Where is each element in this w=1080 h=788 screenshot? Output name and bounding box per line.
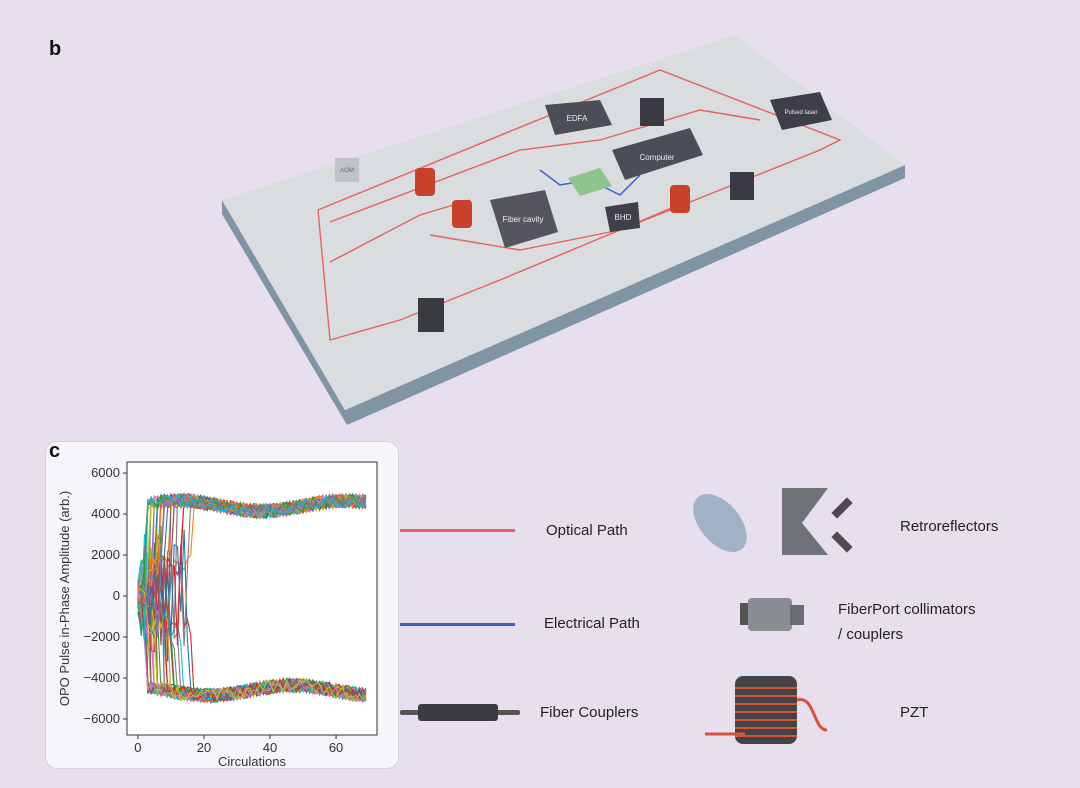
edfa-box (545, 100, 612, 135)
computer-label: Computer (639, 153, 674, 162)
computer-box (612, 128, 703, 180)
pcb (568, 168, 612, 196)
y-tick-label: 2000 (91, 547, 120, 562)
x-tick-label: 40 (263, 740, 277, 755)
pzt-label: PZT (900, 704, 929, 721)
x-tick-label: 20 (197, 740, 211, 755)
electrical-path-label: Electrical Path (544, 615, 640, 632)
y-tick-label: 4000 (91, 506, 120, 521)
pzt-2 (452, 200, 472, 228)
aom-label: AOM (340, 168, 354, 174)
fiber-coupler-icon (400, 704, 520, 721)
fiberport-label-1: FiberPort collimators (838, 601, 976, 618)
retroreflector-icon (693, 488, 853, 555)
retroreflectors-label: Retroreflectors (900, 518, 999, 535)
y-tick-label: −6000 (83, 711, 120, 726)
optical-path-swatch (400, 529, 515, 532)
pzt-icon (705, 676, 828, 744)
aom-box (335, 158, 359, 182)
retroreflector-3 (730, 172, 754, 200)
y-tick-label: −2000 (83, 629, 120, 644)
x-axis-label: Circulations (218, 754, 286, 769)
x-tick-label: 0 (134, 740, 141, 755)
electrical-path-swatch (400, 623, 515, 626)
retroreflector-1 (418, 298, 444, 332)
fiberport-icon (740, 598, 804, 631)
bhd-box (605, 202, 640, 232)
pzt-3 (670, 185, 690, 213)
y-tick-label: 6000 (91, 465, 120, 480)
y-tick-label: −4000 (83, 670, 120, 685)
series-line (137, 588, 367, 703)
y-axis-label: OPO Pulse in-Phase Amplitude (arb.) (57, 491, 72, 706)
x-tick-label: 60 (329, 740, 343, 755)
bhd-label: BHD (615, 213, 632, 222)
plot-frame (126, 461, 378, 736)
pulsed-laser-label: Pulsed laser (784, 110, 817, 116)
opo-amplitude-chart: 0 20 40 60 6000 4000 2000 0 −2000 −4000 −6000Circu… (57, 461, 378, 769)
board-top (222, 35, 905, 410)
y-tick-label: 0 (113, 588, 120, 603)
fiber-cavity-box (490, 190, 558, 248)
pzt-1 (415, 168, 435, 196)
optical-setup-board: EDFA Computer Fiber cavity BHD Pulsed la… (222, 35, 905, 425)
series-line (137, 492, 366, 642)
optical-path-label: Optical Path (546, 522, 628, 539)
fiber-cavity-label: Fiber cavity (503, 215, 544, 224)
panel-c-label: c (49, 440, 61, 462)
panel-b-label: b (49, 38, 62, 60)
pulsed-laser-box (770, 92, 832, 130)
retroreflector-2 (640, 98, 664, 126)
edfa-label: EDFA (567, 114, 589, 123)
fiberport-label-2: / couplers (838, 626, 904, 643)
components (335, 92, 832, 332)
fiber-couplers-label: Fiber Couplers (540, 704, 639, 721)
